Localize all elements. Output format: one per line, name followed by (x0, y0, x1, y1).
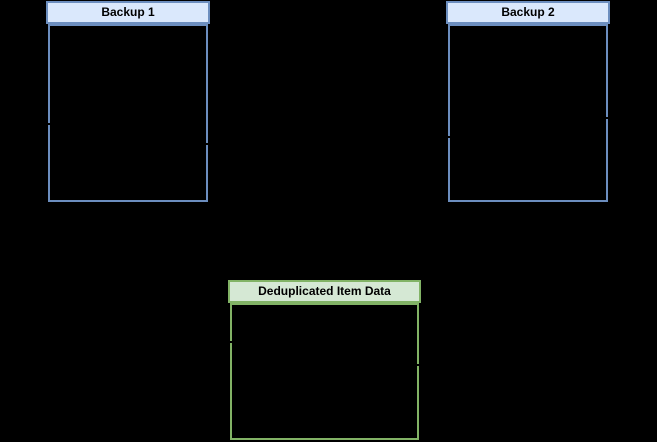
backup-1-header: Backup 1 (46, 1, 210, 24)
deduplicated-item-data-title: Deduplicated Item Data (258, 284, 391, 298)
connector-tick-deduplicated-item-data-left (227, 341, 234, 343)
deduplicated-item-data-body (230, 303, 419, 440)
backup-1-title: Backup 1 (101, 5, 155, 19)
backup-2-node: Backup 2 (446, 1, 610, 202)
connector-tick-backup-1-right (203, 143, 210, 145)
backup-1-body (48, 24, 208, 202)
deduplicated-item-data-header: Deduplicated Item Data (228, 280, 421, 303)
backup-2-header: Backup 2 (446, 1, 610, 24)
deduplicated-item-data-node: Deduplicated Item Data (228, 280, 421, 440)
backup-1-node: Backup 1 (46, 1, 210, 202)
connector-tick-deduplicated-item-data-right (414, 364, 421, 366)
backup-2-title: Backup 2 (501, 5, 555, 19)
connector-tick-backup-2-right (603, 117, 610, 119)
backup-2-body (448, 24, 608, 202)
connector-tick-backup-1-left (45, 123, 52, 125)
connector-tick-backup-2-left (445, 136, 452, 138)
